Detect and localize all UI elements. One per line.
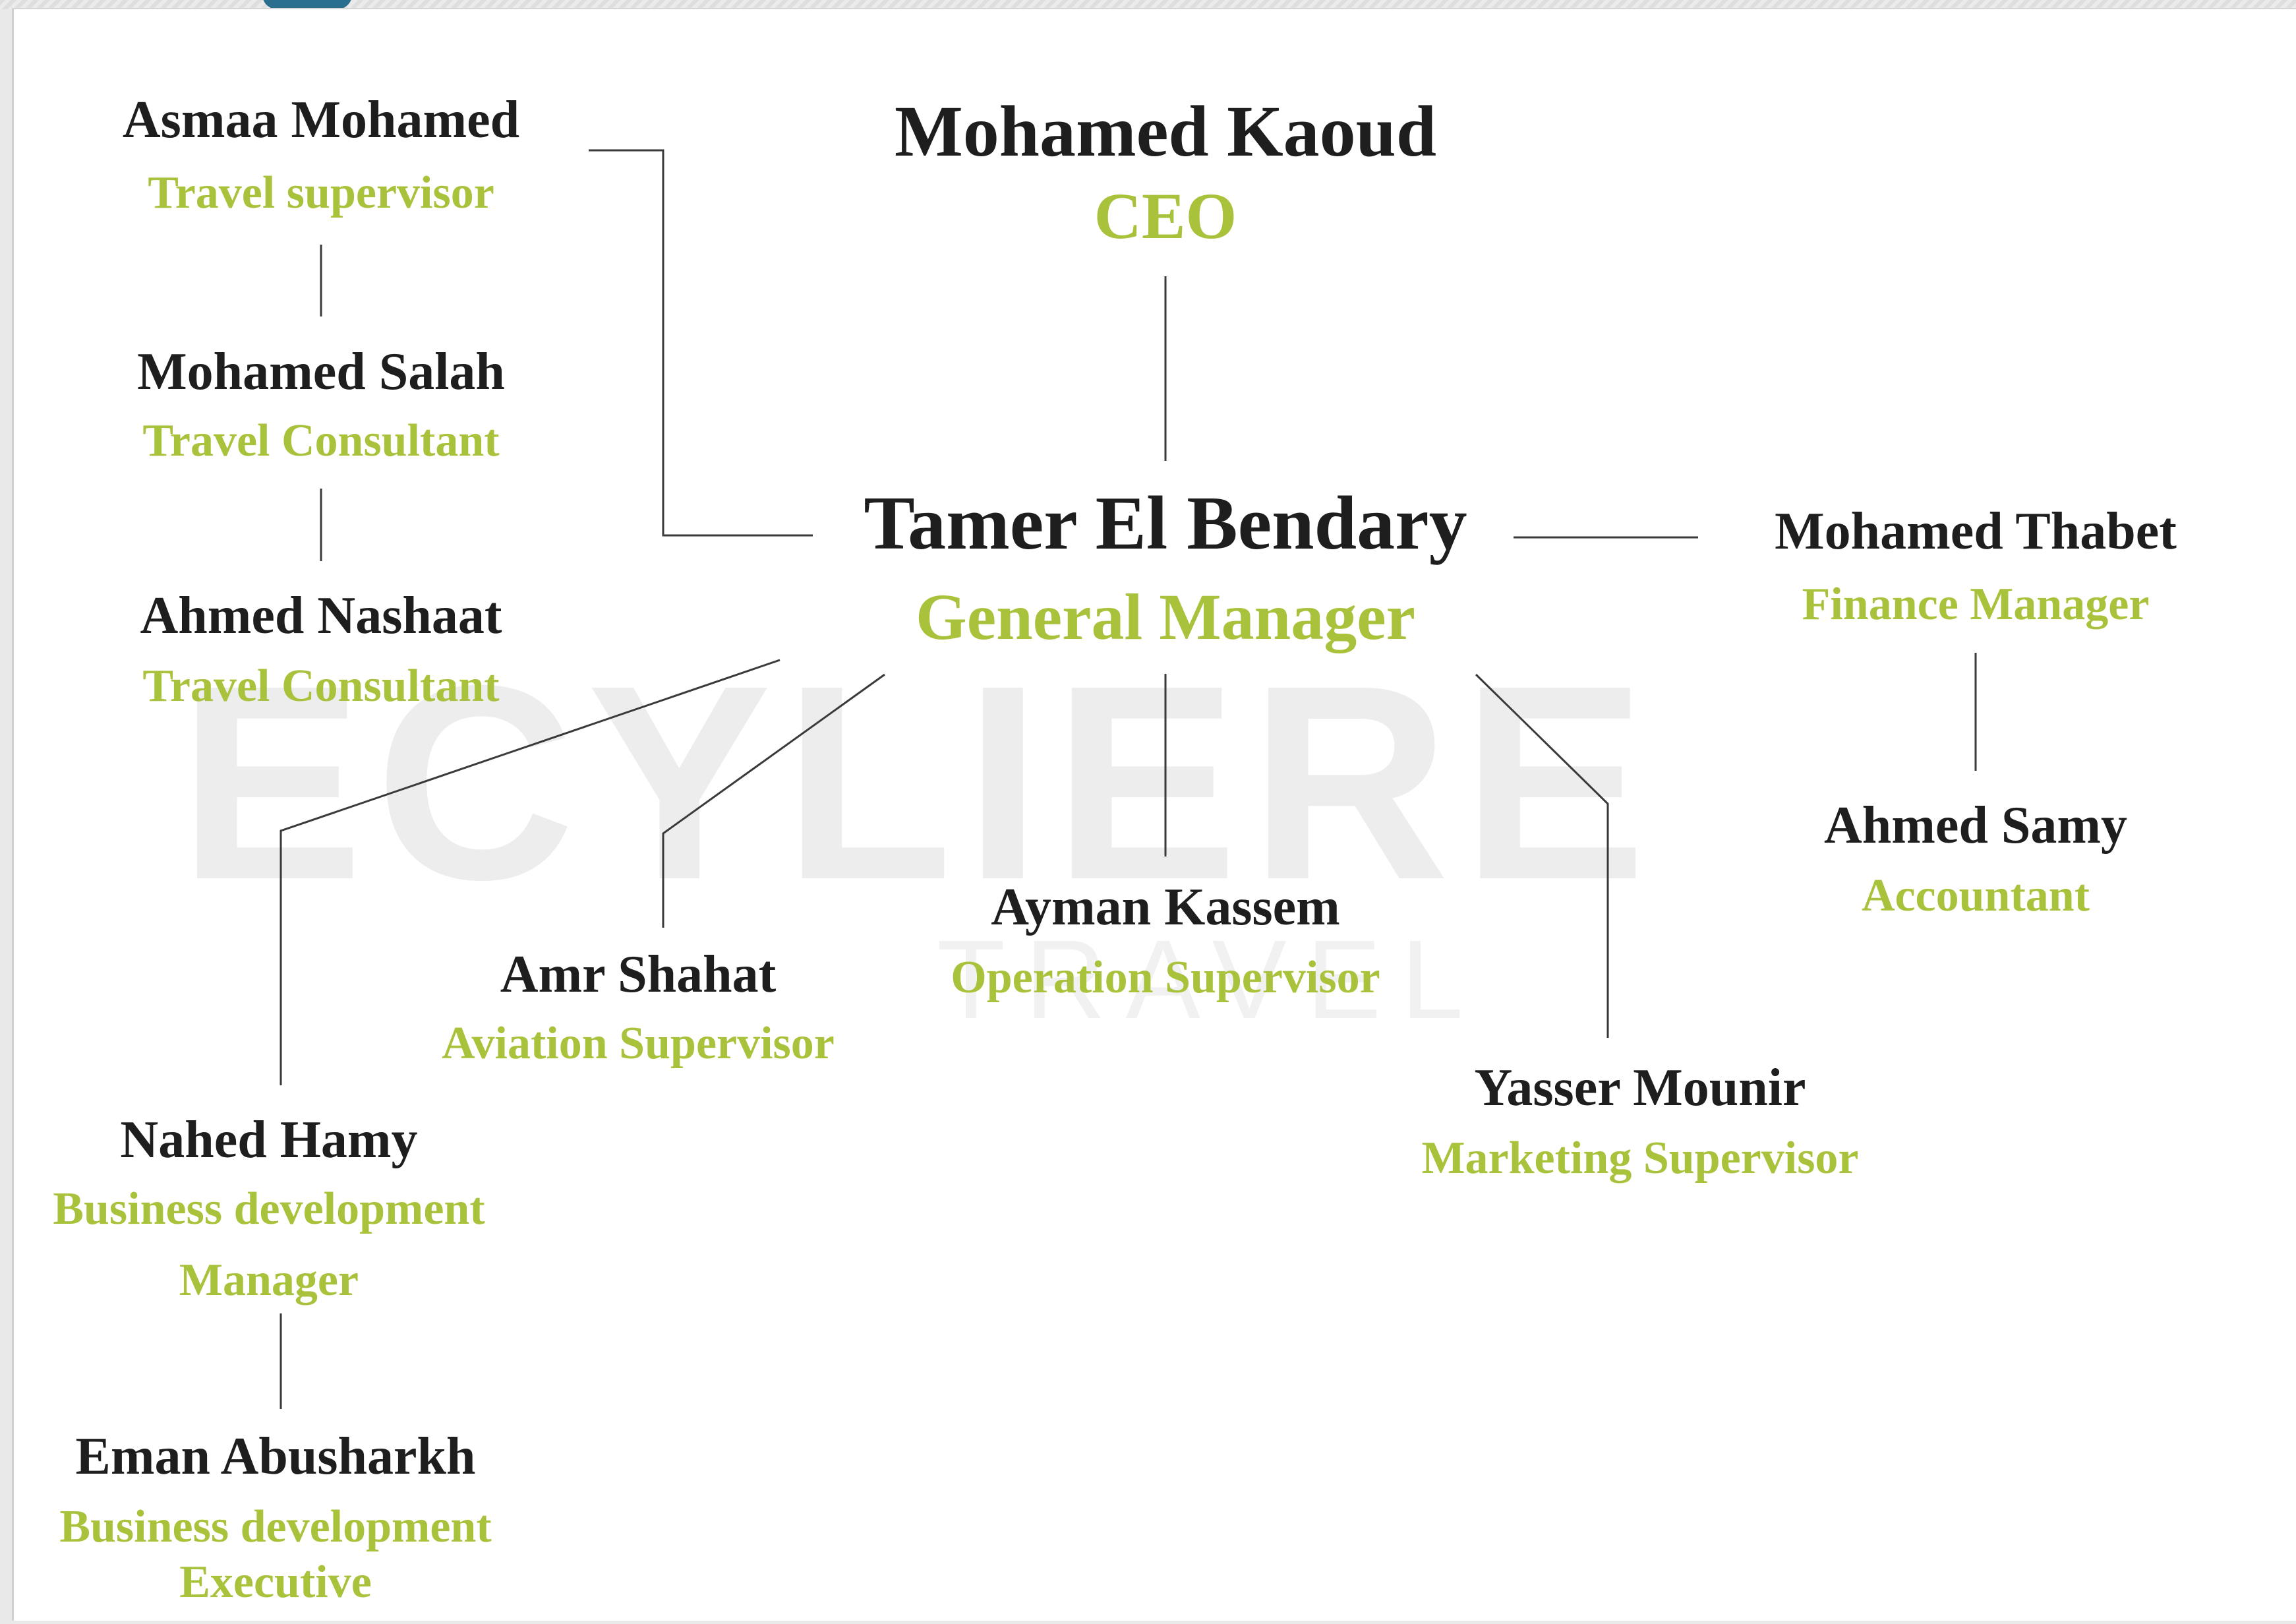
node-ahmed-samy: Ahmed Samy Accountant [1745, 799, 2206, 919]
person-role: CEO [1094, 179, 1237, 253]
person-role: Travel Consultant [142, 661, 500, 711]
node-amr-shahat: Amr Shahat Aviation Supervisor [374, 948, 902, 1067]
connector-gm-shahat [662, 673, 885, 928]
person-role: Aviation Supervisor [442, 1018, 835, 1069]
person-role: Accountant [1861, 870, 2090, 921]
person-name: Nahed Hamy [120, 1111, 418, 1169]
person-name: Yasser Mounir [1474, 1059, 1806, 1117]
person-name: Ahmed Nashaat [140, 587, 502, 645]
node-asmaa-mohamed: Asmaa Mohamed Travel supervisor [90, 94, 552, 216]
connector-gm-asmaa [589, 149, 813, 537]
connector-gm-mounir [1475, 673, 1609, 1038]
connector-lines [280, 149, 1977, 1409]
person-role: General Manager [915, 580, 1416, 653]
node-mohamed-thabet: Mohamed Thabet Finance Manager [1745, 505, 2206, 628]
person-name: Asmaa Mohamed [122, 91, 520, 149]
person-role: Business development [59, 1501, 492, 1552]
node-nahed-hamy: Nahed Hamy Business development Manager [38, 1114, 500, 1304]
person-name: Eman Abusharkh [75, 1428, 476, 1486]
person-name: Mohamed Thabet [1775, 502, 2177, 560]
node-yasser-mounir: Yasser Mounir Marketing Supervisor [1376, 1062, 1904, 1182]
person-role-line2: Manager [179, 1255, 359, 1306]
person-role: Operation Supervisor [951, 952, 1380, 1003]
node-ahmed-nashaat: Ahmed Nashaat Travel Consultant [90, 589, 552, 709]
person-role: Travel supervisor [148, 167, 494, 218]
tab-marker[interactable] [262, 0, 352, 9]
org-chart-page: ECYLIERE TRAVEL Mohamed Kaoud CEO Tamer … [12, 8, 2296, 1621]
node-mohamed-salah: Mohamed Salah Travel Consultant [90, 346, 552, 464]
person-role: Marketing Supervisor [1421, 1133, 1859, 1184]
person-role-line2: Executive [179, 1557, 372, 1608]
person-name: Ayman Kassem [991, 878, 1340, 936]
node-general-manager: Tamer El Bendary General Manager [803, 485, 1528, 650]
person-name: Amr Shahat [500, 946, 777, 1004]
node-ceo: Mohamed Kaoud CEO [836, 95, 1495, 249]
person-role: Finance Manager [1802, 579, 2150, 630]
person-name: Ahmed Samy [1823, 797, 2128, 855]
connector-gm-nahed [280, 659, 780, 1085]
person-name: Mohamed Kaoud [894, 91, 1437, 171]
person-name: Mohamed Salah [137, 343, 505, 401]
node-eman-abusharkh: Eman Abusharkh Business development Exec… [45, 1430, 506, 1606]
person-name: Tamer El Bendary [864, 481, 1467, 566]
person-role: Travel Consultant [142, 415, 500, 466]
node-ayman-kassem: Ayman Kassem Operation Supervisor [902, 881, 1429, 1001]
window-top-edge [0, 0, 2296, 9]
watermark-logo-sub: TRAVEL [937, 917, 1483, 1042]
person-role: Business development [53, 1184, 485, 1234]
